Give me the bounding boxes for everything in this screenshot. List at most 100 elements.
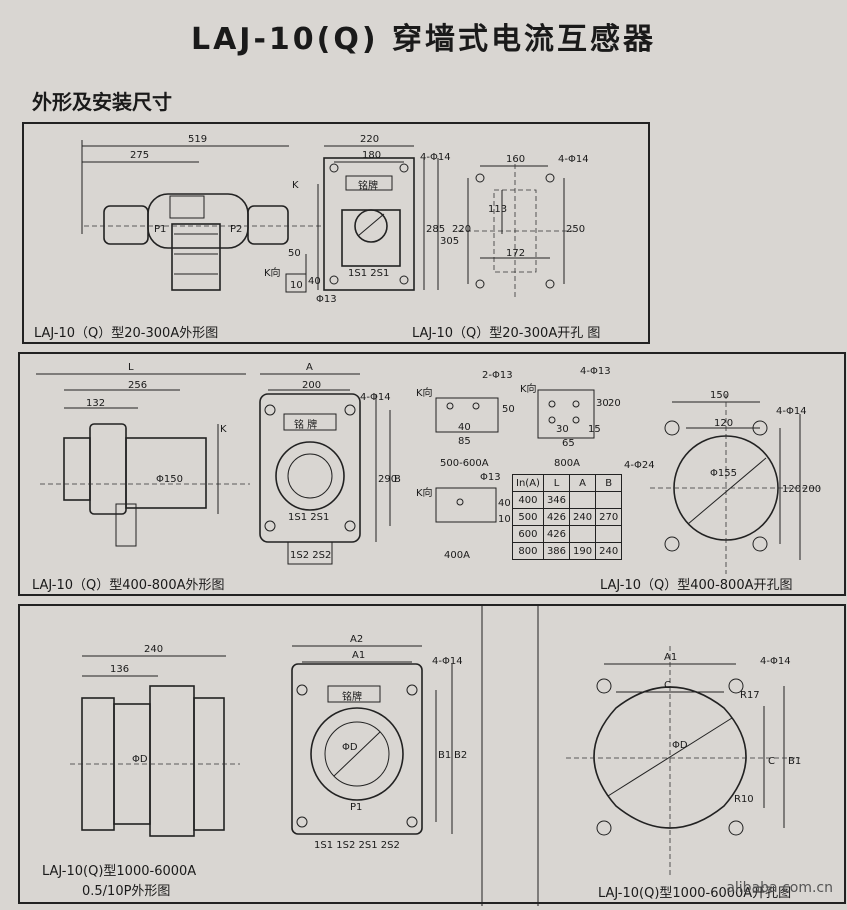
caption-20-300a-cutout: LAJ-10（Q）型20-300A开孔 图 <box>412 326 601 341</box>
table-header-cell: L <box>542 474 571 492</box>
dim-phiD-front: ΦD <box>342 742 358 753</box>
dim-phiD-cutout: ΦD <box>672 740 688 751</box>
dim-30: 30 <box>596 398 609 409</box>
dim-phi13: Φ13 <box>480 472 501 483</box>
caption-1000-6000a-outline-1: LAJ-10(Q)型1000-6000A <box>42 864 197 879</box>
table-cell: 346 <box>542 491 571 509</box>
label-p1: P1 <box>154 224 167 235</box>
dim-4-phi13: 4-Φ13 <box>580 366 611 377</box>
table-cell: 426 <box>542 508 571 526</box>
dim-20: 20 <box>608 398 621 409</box>
dim-4-phi24: 4-Φ24 <box>624 460 655 471</box>
dim-285: 285 <box>426 224 446 235</box>
caption-20-300a-outline: LAJ-10（Q）型20-300A外形图 <box>34 326 219 341</box>
terminals-s1: 1S1 2S1 <box>288 512 330 523</box>
label-k-view-3: K向 <box>416 488 433 499</box>
table-cell: 240 <box>569 508 597 526</box>
table-cell <box>569 491 597 509</box>
dim-136: 136 <box>110 664 130 675</box>
dim-160: 160 <box>506 154 526 165</box>
dim-4-phi14-b: 4-Φ14 <box>776 406 807 417</box>
panel-1000-6000a: 240 136 ΦD A2 A1 4-Φ14 铭牌 ΦD P1 1S1 1S2 … <box>18 604 846 906</box>
dim-220-b: 220 <box>452 224 472 235</box>
label-p1: P1 <box>350 802 363 813</box>
dim-30-b: 30 <box>556 424 569 435</box>
dim-phi155: Φ155 <box>710 468 737 479</box>
terminals-label: 1S1 2S1 <box>348 268 390 279</box>
nameplate-label: 铭牌 <box>358 181 378 192</box>
dim-50: 50 <box>502 404 515 415</box>
nameplate-label: 铭 牌 <box>294 420 318 431</box>
dim-200: 200 <box>302 380 322 391</box>
dim-B1: B1 <box>438 750 452 761</box>
label-k: K <box>220 424 227 435</box>
section-subtitle: 外形及安装尺寸 <box>32 90 172 114</box>
table-cell <box>595 525 623 543</box>
dim-4-phi14: 4-Φ14 <box>420 152 451 163</box>
caption-400-800a-outline: LAJ-10（Q）型400-800A外形图 <box>32 578 225 593</box>
label-k: K <box>292 180 299 191</box>
table-cell: 240 <box>595 542 623 560</box>
dim-180: 180 <box>362 150 382 161</box>
dim-L: L <box>128 362 134 373</box>
label-k-view-2: K向 <box>520 384 537 395</box>
table-cell: 426 <box>542 525 571 543</box>
dim-275: 275 <box>130 150 150 161</box>
table-cell: 190 <box>569 542 597 560</box>
table-cell: 600 <box>512 525 544 543</box>
dim-10: 10 <box>290 280 303 291</box>
dim-200-b: 200 <box>802 484 822 495</box>
dim-phiD: ΦD <box>132 754 148 765</box>
dim-C-vertical: C <box>768 756 775 767</box>
dim-15: 15 <box>588 424 601 435</box>
label-k-view: K向 <box>264 268 281 279</box>
panel-400-800a: L 256 132 K Φ150 A 200 4-Φ14 铭 牌 1S1 2S1… <box>18 352 846 596</box>
dim-A2: A2 <box>350 634 364 645</box>
caption-1000-6000a-cutout: LAJ-10(Q)型1000-6000A开孔图 <box>598 886 792 901</box>
panel1-drawing <box>81 140 574 298</box>
table-header-cell: In(A) <box>512 474 544 492</box>
label-500-600a: 500-600A <box>440 458 489 469</box>
dim-113: 113 <box>488 204 508 215</box>
label-400a: 400A <box>444 550 470 561</box>
dim-85: 85 <box>458 436 471 447</box>
nameplate-label: 铭牌 <box>342 692 362 703</box>
dim-150: 150 <box>710 390 730 401</box>
dim-50: 50 <box>288 248 301 259</box>
dim-4-phi14-b: 4-Φ14 <box>558 154 589 165</box>
table-cell: 500 <box>512 508 544 526</box>
dim-240: 240 <box>144 644 164 655</box>
dim-290: 290 <box>378 474 398 485</box>
dim-B2: B2 <box>454 750 468 761</box>
dim-C: C <box>664 680 671 691</box>
dim-120-b: 120 <box>782 484 802 495</box>
caption-1000-6000a-outline-2: 0.5/10P外形图 <box>82 884 171 899</box>
dim-2-phi13: 2-Φ13 <box>482 370 513 381</box>
table-header-cell: B <box>595 474 623 492</box>
dim-40: 40 <box>308 276 321 287</box>
dim-4-phi14: 4-Φ14 <box>360 392 391 403</box>
dim-256: 256 <box>128 380 148 391</box>
dim-220: 220 <box>360 134 380 145</box>
dim-A1: A1 <box>352 650 366 661</box>
dim-B1-cutout: B1 <box>788 756 802 767</box>
table-cell: 270 <box>595 508 623 526</box>
dim-65: 65 <box>562 438 575 449</box>
terminals-label: 1S1 1S2 2S1 2S2 <box>314 840 400 851</box>
page-title: LAJ-10(Q) 穿墙式电流互感器 <box>190 22 657 57</box>
dim-10: 10 <box>498 514 511 525</box>
dim-A1-cutout: A1 <box>664 652 678 663</box>
table-cell: 800 <box>512 542 544 560</box>
dim-A: A <box>306 362 313 373</box>
label-k-view-1: K向 <box>416 388 433 399</box>
dim-R10: R10 <box>734 794 754 805</box>
label-p2: P2 <box>230 224 243 235</box>
dim-40: 40 <box>458 422 471 433</box>
terminals-s2: 1S2 2S2 <box>290 550 332 561</box>
dim-250: 250 <box>566 224 586 235</box>
